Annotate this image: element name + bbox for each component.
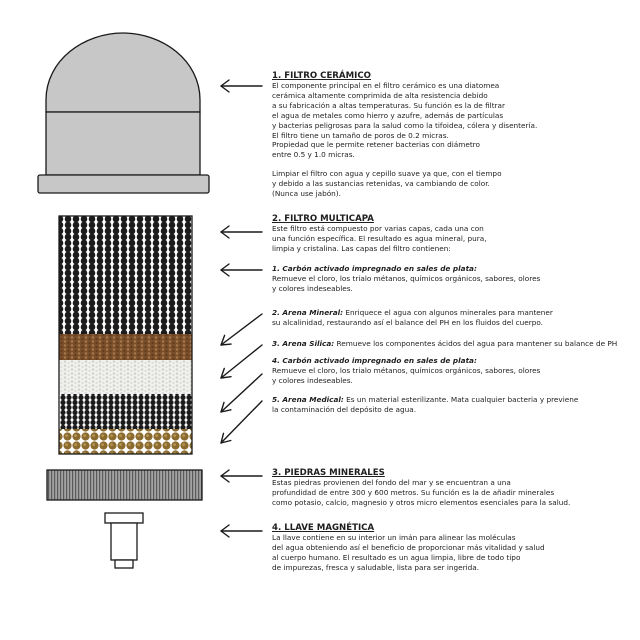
stones-line: profundidad de entre 300 y 600 metros. S… xyxy=(272,487,555,497)
layer-1-description: 1. Carbón activado impregnado en sales d… xyxy=(272,264,634,294)
ceramic-care-line: (Nunca use jabón). xyxy=(272,189,341,199)
layer-5-line: la contaminación del depósito de agua. xyxy=(272,404,417,414)
layer-mineral-sand xyxy=(59,334,192,360)
layer-3-name: 3. Arena Silica: xyxy=(272,339,335,348)
multilayer-section: 2. FILTRO MULTICAPA Este filtro está com… xyxy=(272,214,634,254)
multilayer-line: Este filtro está compuesto por varias ca… xyxy=(272,224,484,233)
arrow-layer-1-icon xyxy=(220,263,263,277)
layer-2-description: 2. Arena Mineral: Enriquece el agua con … xyxy=(272,308,634,328)
layer-3-inline: Remueve los componentes ácidos del agua … xyxy=(334,339,618,348)
ceramic-line: El filtro tiene un tamaño de poros de 0.… xyxy=(272,130,449,140)
tap-line: al cuerpo humano. El resultado es un agu… xyxy=(272,552,521,562)
layer-2-line: su alcalinidad, restaurando así el balan… xyxy=(272,317,543,327)
stones-section: 3. PIEDRAS MINERALES Estas piedras provi… xyxy=(272,468,634,508)
arrow-layer-4-icon xyxy=(220,373,263,413)
stones-line: Estas piedras provienen del fondo del ma… xyxy=(272,478,511,487)
layer-4-name: 4. Carbón activado impregnado en sales d… xyxy=(272,356,477,365)
ceramic-filter xyxy=(37,32,210,194)
ceramic-line: a su fabricación a altas temperaturas. S… xyxy=(272,100,506,110)
stones-title: 3. PIEDRAS MINERALES xyxy=(272,468,385,478)
layer-carbon-1 xyxy=(59,216,192,334)
tap-title: 4. LLAVE MAGNÉTICA xyxy=(272,523,375,533)
arrow-tap-icon xyxy=(220,524,263,538)
layer-4-description: 4. Carbón activado impregnado en sales d… xyxy=(272,356,634,386)
layer-1-line: Remueve el cloro, los trialo métanos, qu… xyxy=(272,273,541,283)
arrow-multilayer-icon xyxy=(220,225,263,239)
layer-2-name: 2. Arena Mineral: xyxy=(272,308,344,317)
arrow-layer-3-icon xyxy=(220,344,263,379)
layer-4-line: Remueve el cloro, los trialo métanos, qu… xyxy=(272,365,541,375)
multilayer-title: 2. FILTRO MULTICAPA xyxy=(272,214,374,224)
ceramic-line: el agua de metales como hierro y azufre,… xyxy=(272,110,504,120)
layer-silica-sand xyxy=(59,360,192,394)
layer-5-name: 5. Arena Medical: xyxy=(272,395,344,404)
ceramic-title: 1. FILTRO CERÁMICO xyxy=(272,71,371,81)
ceramic-line: cerámica altamente comprimida de alta re… xyxy=(272,90,488,100)
tap-line: La llave contiene en su interior un imán… xyxy=(272,533,516,542)
arrow-layer-2-icon xyxy=(220,313,263,346)
layer-1-name: 1. Carbón activado impregnado en sales d… xyxy=(272,264,477,273)
layer-medical-sand xyxy=(59,429,192,454)
layer-5-description: 5. Arena Medical: Es un material esteril… xyxy=(272,395,634,415)
ceramic-line: Propiedad que le permite retener bacteri… xyxy=(272,140,480,150)
layer-2-inline: Enriquece el agua con algunos minerales … xyxy=(343,308,553,317)
ceramic-section: 1. FILTRO CERÁMICO El componente princip… xyxy=(272,71,634,199)
mineral-stones xyxy=(46,469,203,501)
multilayer-line: una función específica. El resultado es … xyxy=(272,233,487,243)
layer-1-line: y colores indeseables. xyxy=(272,283,353,293)
layer-carbon-2 xyxy=(59,394,192,429)
ceramic-line: y bacterias peligrosas para la salud com… xyxy=(272,120,538,130)
tap-section: 4. LLAVE MAGNÉTICA La llave contiene en … xyxy=(272,523,634,573)
tap-line: de impurezas, fresca y saludable, lista … xyxy=(272,562,480,572)
stones-line: como potasio, calcio, magnesio y otros m… xyxy=(272,497,571,507)
arrow-layer-5-icon xyxy=(220,400,263,444)
magnetic-tap xyxy=(104,512,144,569)
ceramic-line: El componente principal en el filtro cer… xyxy=(272,81,500,90)
ceramic-care-line: Limpiar el filtro con agua y cepillo sua… xyxy=(272,169,502,179)
arrow-ceramic-icon xyxy=(220,79,263,93)
ceramic-care-line: y debido a las sustancias retenidas, va … xyxy=(272,179,490,189)
multilayer-filter xyxy=(58,215,193,455)
layer-3-description: 3. Arena Silica: Remueve los componentes… xyxy=(272,339,634,349)
arrow-stones-icon xyxy=(220,469,263,483)
layer-5-inline: Es un material esterilizante. Mata cualq… xyxy=(343,395,579,404)
multilayer-line: limpia y cristalina. Las capas del filtr… xyxy=(272,243,451,253)
ceramic-line: entre 0.5 y 1.0 micras. xyxy=(272,150,355,160)
tap-line: del agua obteniendo así el beneficio de … xyxy=(272,542,545,552)
layer-4-line: y colores indeseables. xyxy=(272,375,353,385)
